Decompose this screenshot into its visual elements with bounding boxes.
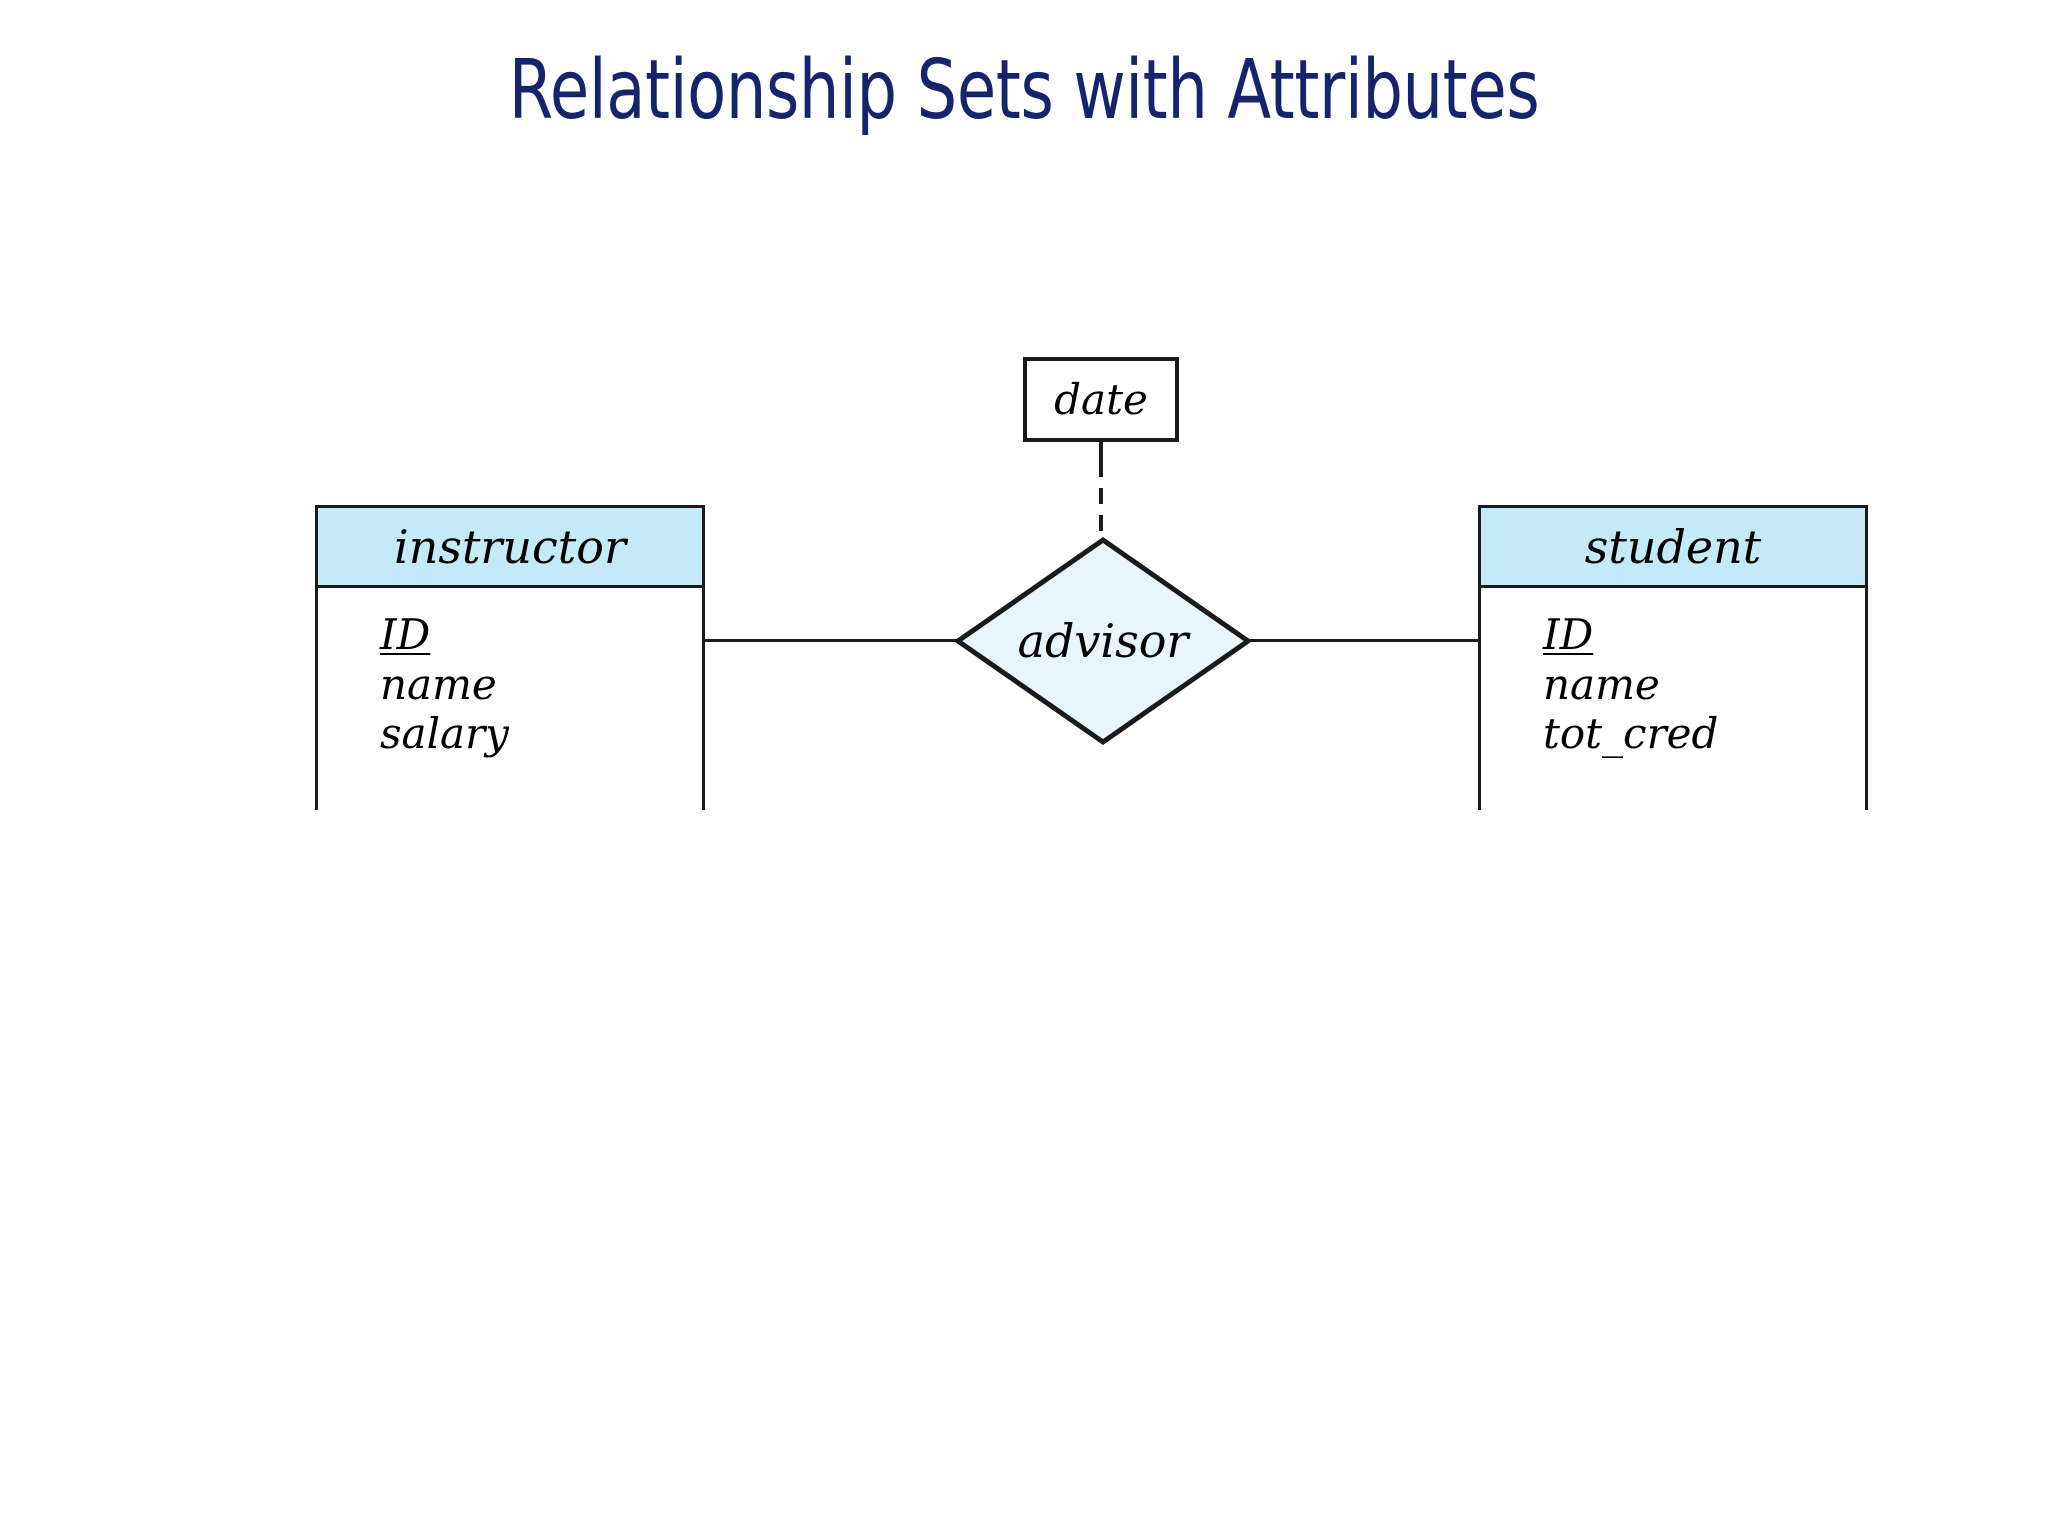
connector-date-advisor-dashed (1099, 461, 1103, 539)
diamond-shape-icon (955, 537, 1251, 745)
entity-student-title: student (1481, 508, 1865, 588)
entity-student-attributes: ID name tot_cred (1481, 588, 1865, 759)
entity-instructor-attribute-id: ID (380, 610, 431, 659)
entity-instructor[interactable]: instructor ID name salary (315, 505, 705, 810)
connector-instructor-advisor (703, 639, 957, 642)
entity-instructor-attributes: ID name salary (318, 588, 702, 759)
page-title: Relationship Sets with Attributes (508, 43, 1540, 138)
entity-student[interactable]: student ID name tot_cred (1478, 505, 1868, 810)
relationship-advisor[interactable]: advisor (955, 537, 1251, 745)
connector-date-stub (1099, 441, 1103, 463)
attribute-date[interactable]: date (1023, 357, 1179, 442)
entity-instructor-title: instructor (318, 508, 702, 588)
entity-instructor-attribute-salary: salary (380, 709, 509, 759)
entity-student-attribute-name: name (1543, 659, 1660, 709)
entity-instructor-attribute-name: name (380, 659, 497, 709)
entity-student-attribute-tot-cred: tot_cred (1543, 709, 1719, 759)
attribute-date-label: date (1054, 374, 1148, 424)
entity-student-attribute-id: ID (1543, 610, 1594, 659)
connector-advisor-student (1249, 639, 1480, 642)
